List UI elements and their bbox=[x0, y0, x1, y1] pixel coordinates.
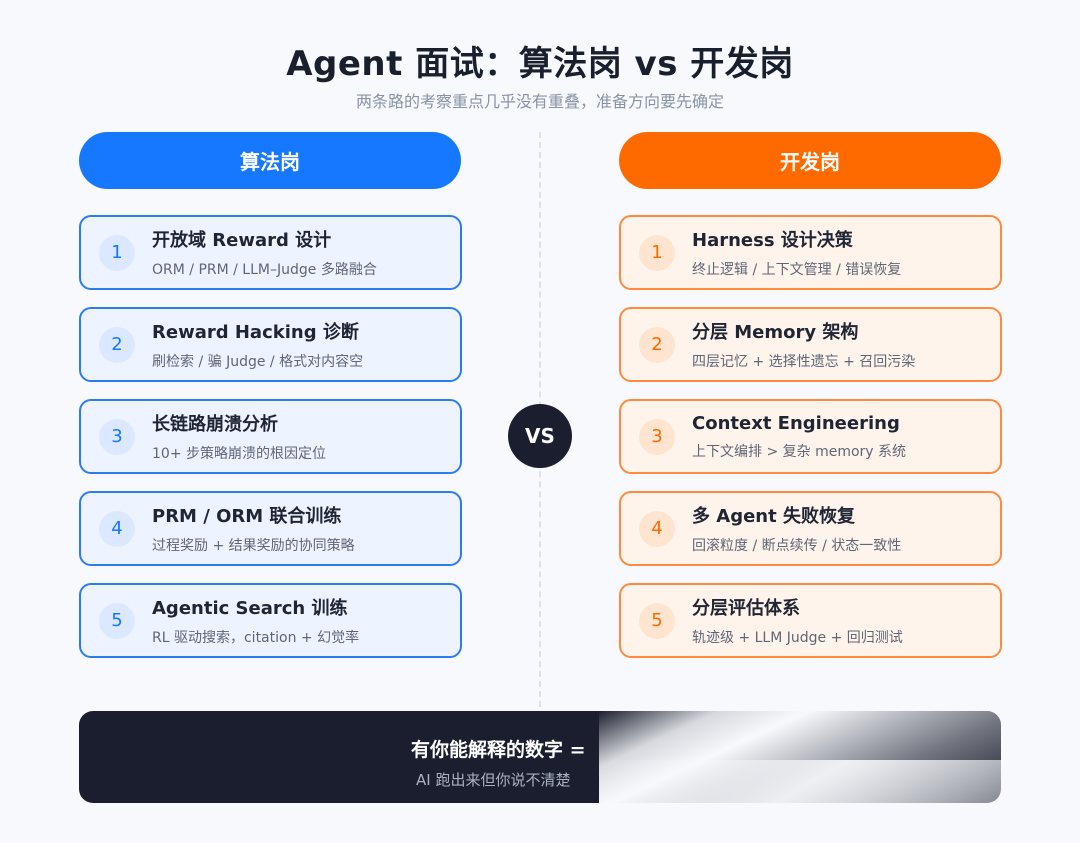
right-card-2: 2 分层 Memory 架构 四层记忆 + 选择性遗忘 + 召回污染 bbox=[619, 307, 1002, 382]
card-subtitle: RL 驱动搜索，citation + 幻觉率 bbox=[152, 630, 360, 646]
number-badge: 2 bbox=[99, 326, 135, 363]
left-card-5: 5 Agentic Search 训练 RL 驱动搜索，citation + 幻… bbox=[79, 583, 462, 658]
left-card-2: 2 Reward Hacking 诊断 刷检索 / 骗 Judge / 格式对内… bbox=[79, 307, 462, 382]
number-badge: 5 bbox=[99, 602, 135, 639]
card-subtitle: 过程奖励 + 结果奖励的协同策略 bbox=[152, 538, 355, 554]
banner-title: 有你能解释的数字 = bbox=[411, 739, 586, 761]
number-badge: 2 bbox=[639, 326, 675, 363]
number-badge: 3 bbox=[639, 418, 675, 455]
card-subtitle: 刷检索 / 骗 Judge / 格式对内容空 bbox=[152, 354, 364, 370]
card-subtitle: 四层记忆 + 选择性遗忘 + 召回污染 bbox=[692, 354, 916, 370]
card-subtitle: 10+ 步策略崩溃的根因定位 bbox=[152, 446, 326, 462]
right-card-4: 4 多 Agent 失败恢复 回滚粒度 / 断点续传 / 状态一致性 bbox=[619, 491, 1002, 566]
card-subtitle: 轨迹级 + LLM Judge + 回归测试 bbox=[692, 630, 903, 646]
card-title: 多 Agent 失败恢复 bbox=[692, 506, 855, 527]
card-title: Harness 设计决策 bbox=[692, 230, 853, 251]
card-subtitle: 上下文编排 > 复杂 memory 系统 bbox=[692, 443, 907, 460]
card-subtitle: 回滚粒度 / 断点续传 / 状态一致性 bbox=[692, 538, 902, 554]
screen-glare-overlay bbox=[600, 760, 1080, 843]
number-badge: 4 bbox=[639, 510, 675, 547]
right-card-1: 1 Harness 设计决策 终止逻辑 / 上下文管理 / 错误恢复 bbox=[619, 215, 1002, 290]
card-title: PRM / ORM 联合训练 bbox=[152, 506, 342, 527]
card-subtitle: 终止逻辑 / 上下文管理 / 错误恢复 bbox=[692, 262, 902, 278]
page-title: Agent 面试：算法岗 vs 开发岗 bbox=[286, 44, 794, 84]
column-header-development: 开发岗 bbox=[619, 132, 1001, 189]
column-header-algorithm: 算法岗 bbox=[79, 132, 461, 189]
card-title: 长链路崩溃分析 bbox=[152, 414, 278, 435]
card-title: 分层 Memory 架构 bbox=[692, 322, 859, 343]
right-card-5: 5 分层评估体系 轨迹级 + LLM Judge + 回归测试 bbox=[619, 583, 1002, 658]
left-card-4: 4 PRM / ORM 联合训练 过程奖励 + 结果奖励的协同策略 bbox=[79, 491, 462, 566]
number-badge: 3 bbox=[99, 418, 135, 455]
card-title: 分层评估体系 bbox=[692, 598, 800, 619]
card-title: Agentic Search 训练 bbox=[152, 598, 348, 619]
card-title: 开放域 Reward 设计 bbox=[152, 230, 332, 251]
card-subtitle: ORM / PRM / LLM–Judge 多路融合 bbox=[152, 262, 377, 278]
left-card-1: 1 开放域 Reward 设计 ORM / PRM / LLM–Judge 多路… bbox=[79, 215, 462, 290]
page-subtitle: 两条路的考察重点几乎没有重叠，准备方向要先确定 bbox=[355, 92, 724, 111]
left-card-3: 3 长链路崩溃分析 10+ 步策略崩溃的根因定位 bbox=[79, 399, 462, 474]
number-badge: 4 bbox=[99, 510, 135, 547]
number-badge: 1 bbox=[639, 234, 675, 271]
vs-badge: VS bbox=[508, 404, 572, 468]
number-badge: 5 bbox=[639, 602, 675, 639]
card-title: Reward Hacking 诊断 bbox=[152, 322, 359, 343]
right-card-3: 3 Context Engineering 上下文编排 > 复杂 memory … bbox=[619, 399, 1002, 474]
number-badge: 1 bbox=[99, 234, 135, 271]
banner-subtitle: AI 跑出来但你说不清楚 bbox=[416, 771, 571, 789]
card-title: Context Engineering bbox=[692, 412, 900, 434]
